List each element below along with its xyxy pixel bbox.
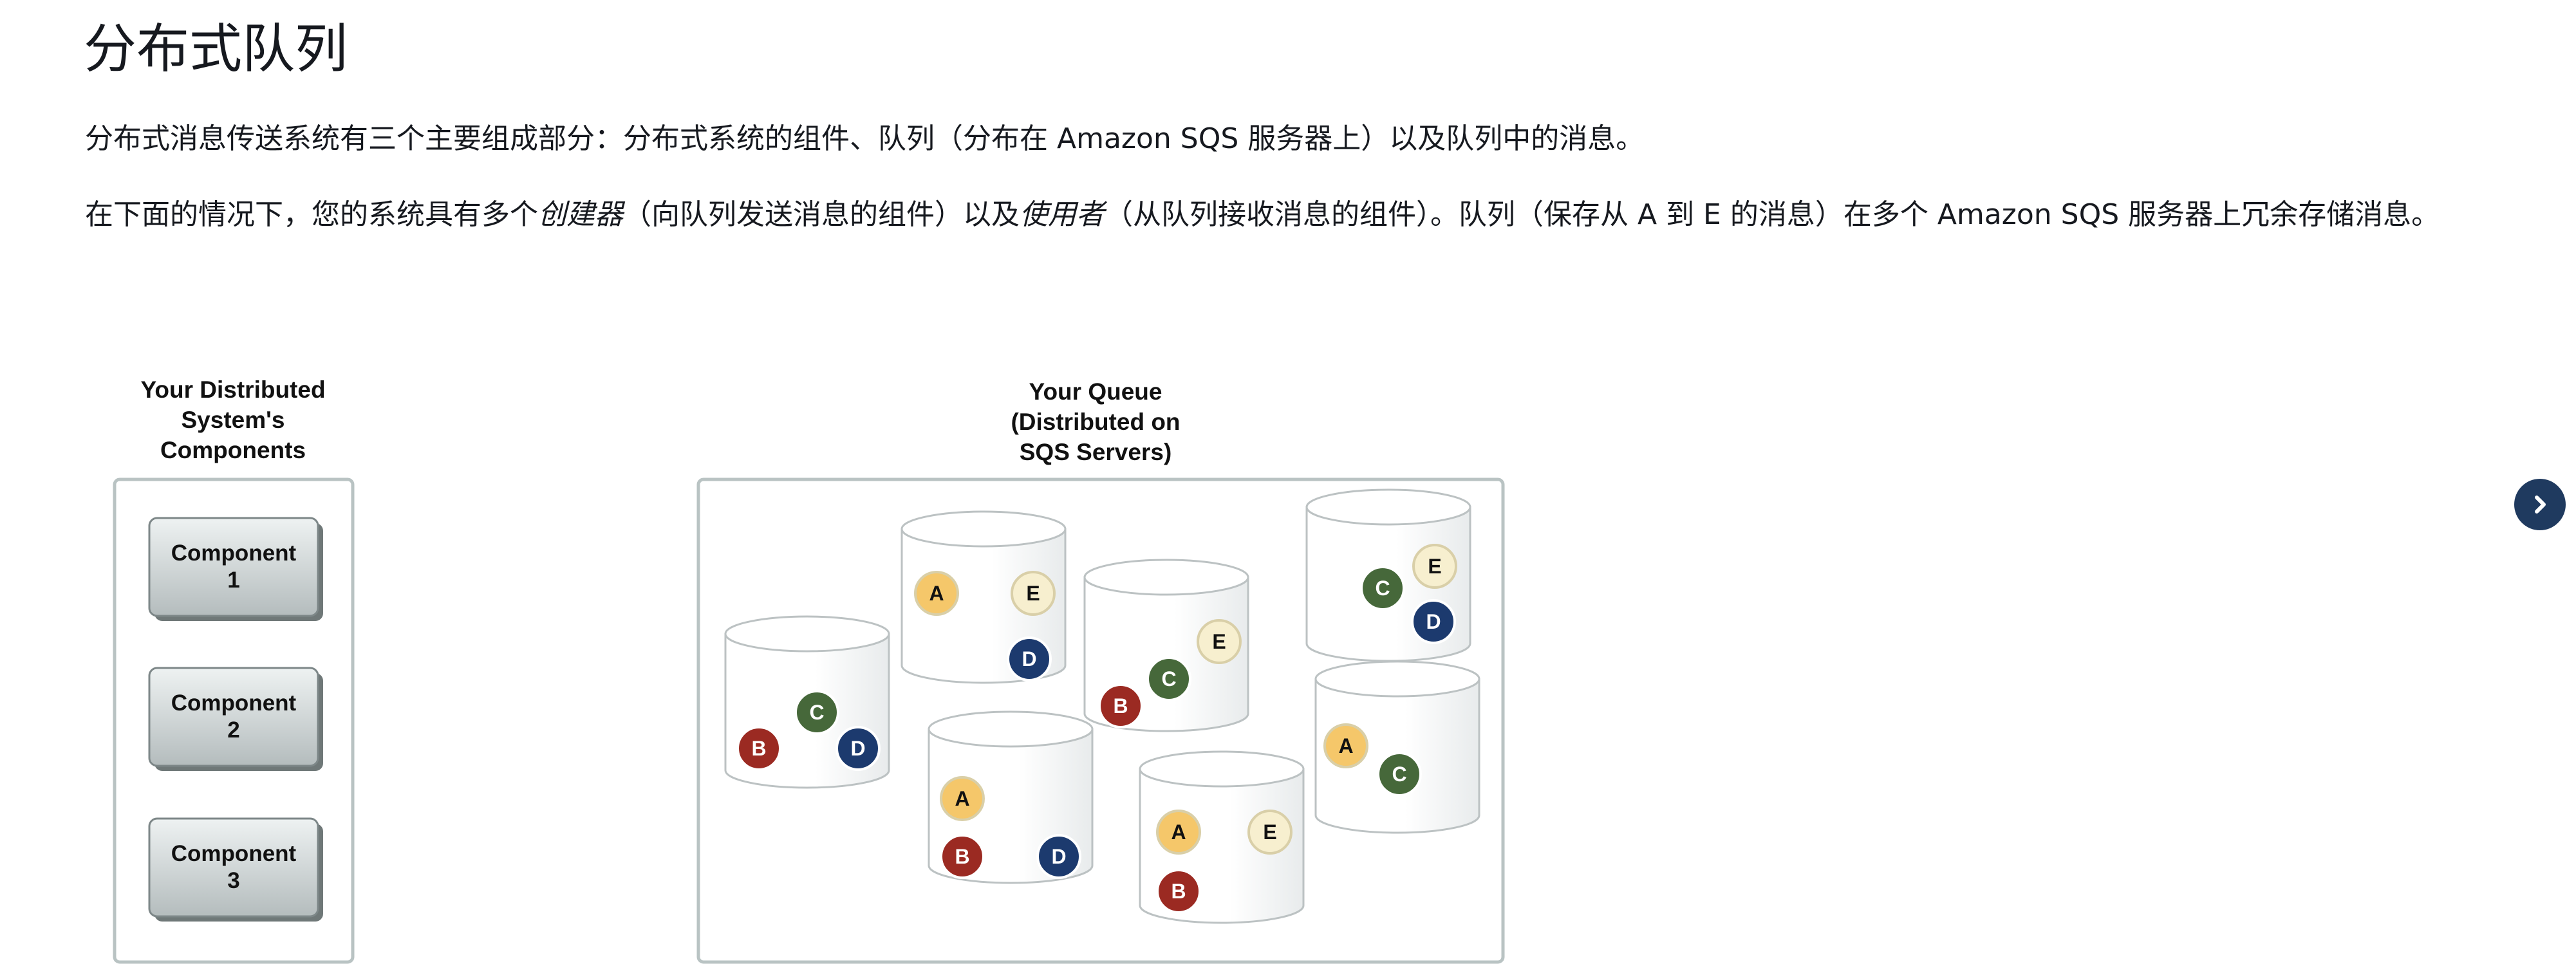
message-label: D (1051, 845, 1066, 868)
producer-term: 创建器 (538, 198, 623, 231)
message-label: C (1375, 577, 1390, 600)
message-a: A (1325, 725, 1367, 767)
queue-caption-line: (Distributed on (1011, 409, 1180, 435)
queue-caption-line: Your Queue (1029, 378, 1162, 405)
message-label: B (1113, 694, 1128, 718)
component-number: 2 (227, 718, 239, 743)
page-title: 分布式队列 (84, 18, 348, 81)
message-d: D (837, 727, 879, 770)
components-caption-line: System's (181, 407, 285, 433)
message-label: B (1171, 880, 1186, 903)
component-label: Component (171, 541, 297, 566)
sqs-server: E C B (1085, 560, 1248, 731)
message-b: B (1157, 870, 1200, 913)
message-d: D (1412, 600, 1455, 643)
components-caption: Your Distributed System's Components (140, 376, 325, 463)
message-label: B (751, 737, 766, 760)
message-label: E (1428, 555, 1441, 578)
chevron-right-icon (2527, 492, 2553, 517)
message-c: C (1148, 658, 1190, 700)
message-c: C (1378, 753, 1421, 795)
sqs-server: A E D (902, 512, 1065, 683)
message-d: D (1008, 638, 1050, 680)
message-a: A (1157, 811, 1200, 853)
components-caption-line: Your Distributed (140, 376, 325, 403)
detail-text-1: 在下面的情况下，您的系统具有多个 (85, 198, 538, 231)
next-button[interactable] (2514, 479, 2566, 530)
message-a: A (915, 572, 958, 615)
message-label: D (1022, 647, 1036, 671)
component-button-3[interactable]: Component 3 (149, 819, 323, 922)
message-label: E (1212, 630, 1226, 653)
message-e: E (1198, 620, 1240, 663)
message-label: C (1161, 667, 1176, 690)
detail-text-2: （向队列发送消息的组件）以及 (623, 198, 1020, 231)
detail-text-3: （从队列接收消息的组件）。队列（保存从 A 到 E 的消息）在多个 Amazon… (1105, 198, 2440, 231)
message-label: C (809, 701, 824, 724)
message-label: E (1026, 582, 1040, 605)
message-label: C (1392, 763, 1406, 786)
sqs-server: A E B (1140, 752, 1303, 923)
message-label: D (850, 737, 865, 760)
message-label: A (1338, 734, 1353, 757)
message-a: A (941, 777, 984, 820)
message-e: E (1414, 545, 1456, 588)
message-d: D (1038, 835, 1080, 878)
message-label: A (955, 787, 969, 810)
message-label: B (955, 845, 969, 868)
consumer-term: 使用者 (1020, 198, 1105, 231)
message-c: C (1361, 567, 1404, 609)
message-label: E (1263, 820, 1276, 844)
component-label: Component (171, 841, 297, 866)
message-c: C (796, 691, 838, 734)
message-e: E (1249, 811, 1291, 853)
sqs-server: AC (1316, 662, 1479, 833)
message-label: A (929, 582, 944, 605)
message-b: B (941, 835, 984, 878)
intro-paragraph: 分布式消息传送系统有三个主要组成部分：分布式系统的组件、队列（分布在 Amazo… (85, 116, 2531, 162)
component-button-2[interactable]: Component 2 (149, 668, 323, 771)
detail-paragraph: 在下面的情况下，您的系统具有多个创建器（向队列发送消息的组件）以及使用者（从队列… (85, 192, 2531, 238)
components-caption-line: Components (160, 437, 306, 463)
sqs-server: B C D (725, 616, 889, 788)
distributed-queue-diagram: Your Distributed System's Components You… (64, 357, 1545, 972)
message-label: A (1171, 820, 1186, 844)
sqs-server: C E D (1307, 490, 1470, 661)
message-b: B (738, 727, 780, 770)
component-number: 3 (227, 868, 239, 893)
queue-caption: Your Queue (Distributed on SQS Servers) (1011, 378, 1180, 465)
queue-caption-line: SQS Servers) (1020, 439, 1172, 465)
component-number: 1 (227, 568, 239, 593)
component-label: Component (171, 690, 297, 716)
message-e: E (1012, 572, 1054, 615)
sqs-server: A B D (929, 712, 1092, 883)
message-b: B (1099, 685, 1142, 727)
component-button-1[interactable]: Component 1 (149, 518, 323, 621)
message-label: D (1426, 610, 1441, 633)
